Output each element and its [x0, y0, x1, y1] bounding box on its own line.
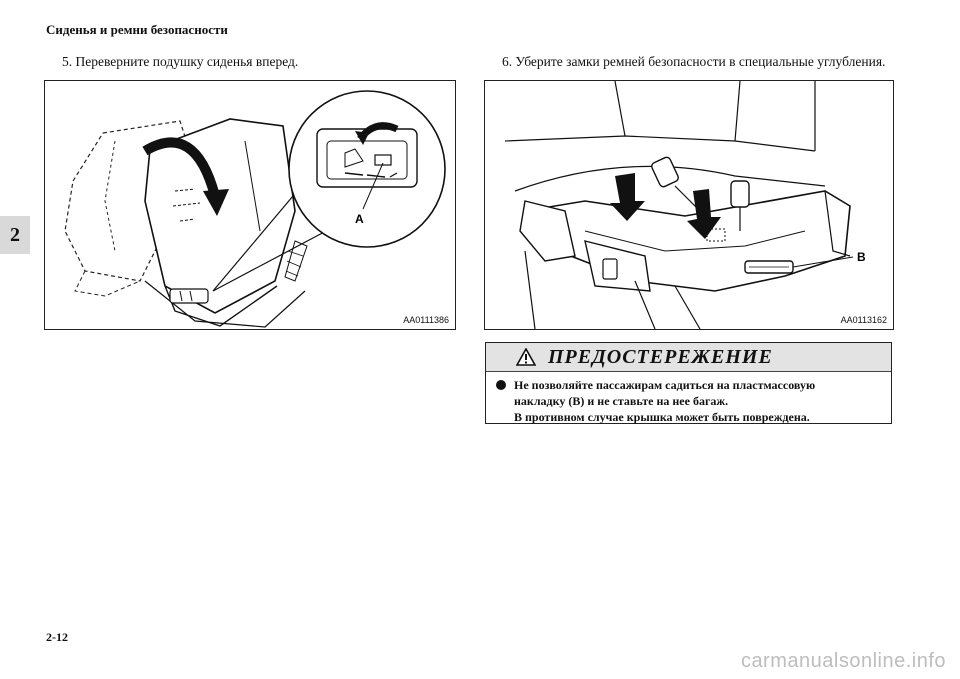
- figure-code: AA0111386: [403, 315, 449, 325]
- figure-seat-belt-buckles: B AA0113162: [484, 80, 894, 330]
- chapter-number: 2: [10, 223, 20, 246]
- warning-line: В противном случае крышка может быть пов…: [514, 410, 810, 424]
- buckle-stowage-illustration: B: [504, 81, 866, 329]
- step-5-text: 5. Переверните подушку сиденья вперед.: [62, 54, 299, 69]
- callout-a: A: [355, 212, 364, 226]
- chapter-tab: 2: [0, 216, 30, 254]
- step-6-text: 6. Уберите замки ремней безопасности в с…: [502, 54, 886, 69]
- figure-code: AA0113162: [840, 315, 887, 325]
- running-header: Сиденья и ремни безопасности: [46, 22, 228, 37]
- watermark: carmanualsonline.info: [740, 650, 946, 672]
- page-number: 2-12: [46, 630, 68, 644]
- seat-cushion-illustration: A: [64, 90, 446, 328]
- warning-header: ПРЕДОСТЕРЕЖЕНИЕ: [486, 343, 891, 372]
- warning-box: ПРЕДОСТЕРЕЖЕНИЕ Не позволяйте пассажирам…: [485, 342, 892, 424]
- warning-line: Не позволяйте пассажирам садиться на пла…: [514, 378, 816, 392]
- figure-seat-cushion-flip: A AA0111386: [44, 80, 456, 330]
- warning-body: Не позволяйте пассажирам садиться на пла…: [486, 372, 891, 425]
- warning-title: ПРЕДОСТЕРЕЖЕНИЕ: [548, 345, 773, 368]
- bullet-icon: [496, 380, 506, 390]
- callout-b: B: [857, 250, 866, 264]
- warning-triangle-icon: [516, 348, 536, 366]
- warning-line: накладку (B) и не ставьте на нее багаж.: [514, 394, 729, 408]
